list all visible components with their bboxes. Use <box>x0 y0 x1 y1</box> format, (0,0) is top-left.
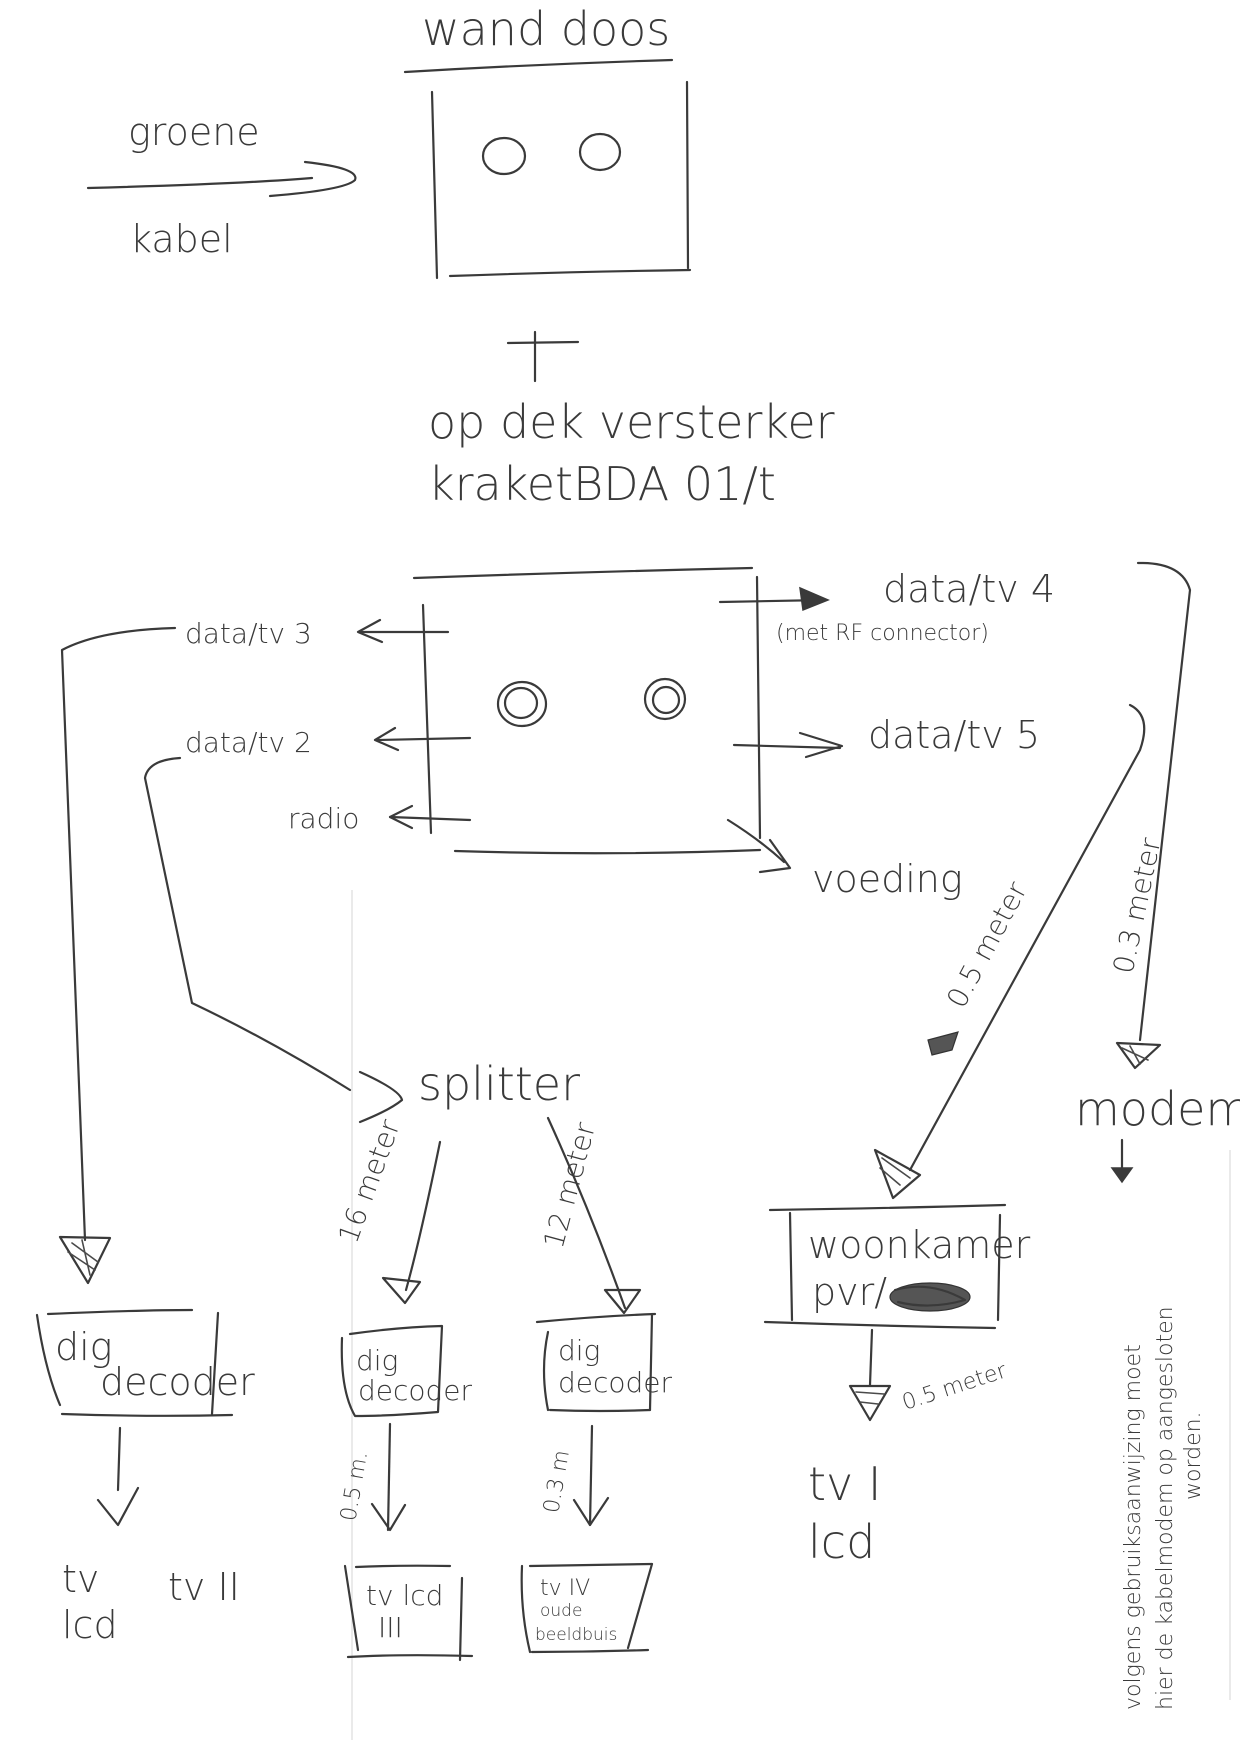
arrow-data-tv-4 <box>718 586 830 612</box>
decoder-left-line-1: dig <box>55 1325 112 1369</box>
tv-mid-box <box>343 1564 474 1662</box>
cable-label-bottom: kabel <box>130 217 233 261</box>
arrowhead-splitter-icon <box>358 1070 404 1124</box>
cable-tv2-to-splitter <box>143 756 352 1092</box>
tv-mid-line-1: tv lcd <box>366 1579 443 1612</box>
arrowhead-woonkamer-icon <box>873 1148 922 1200</box>
decoder-right-line-2: decoder <box>558 1366 673 1399</box>
arrowhead-tv-woonkamer-icon <box>848 1384 892 1422</box>
length-tv4-modem: 0.3 meter <box>1107 834 1168 976</box>
cable-woonkamer-to-tv <box>868 1328 874 1387</box>
arrowhead-tv-left-icon <box>96 1486 140 1527</box>
output-data-tv-5: data/tv 5 <box>868 713 1040 757</box>
amp-socket-left-icon <box>496 680 548 728</box>
tv-left-line-1: tv <box>62 1557 99 1601</box>
wall-box <box>403 58 692 280</box>
arrow-data-tv-3 <box>356 618 450 644</box>
decoder-mid-line-2: decoder <box>358 1374 473 1407</box>
arrow-data-tv-2 <box>373 726 472 752</box>
wall-socket-right-icon <box>578 132 622 172</box>
decoder-left-box <box>35 1308 234 1417</box>
tv-mid-line-2: III <box>378 1611 403 1644</box>
splitter-label: splitter <box>418 1057 580 1111</box>
cable-tv4-to-modem <box>1136 561 1192 1042</box>
tv-woonkamer-line-2: lcd <box>808 1515 875 1569</box>
length-splitter-right: 12 meter <box>537 1118 602 1251</box>
scribble-mark <box>927 1031 959 1056</box>
length-decoder-mid-tv: 0.5 m. <box>336 1449 373 1523</box>
arrow-data-tv-5 <box>732 731 844 759</box>
wall-box-label: wand doos <box>422 2 670 56</box>
arrowhead-modem-down-icon <box>1110 1167 1134 1184</box>
decoder-right-box <box>535 1312 657 1413</box>
amp-socket-right-icon <box>643 677 687 721</box>
output-data-tv-4-note: (met RF connector) <box>776 621 989 646</box>
output-radio: radio <box>288 802 359 835</box>
output-data-tv-3: data/tv 3 <box>185 617 312 650</box>
cable-tv3-to-decoder <box>60 626 177 1242</box>
decoder-right-line-1: dig <box>558 1334 600 1367</box>
tv-woonkamer-line-1: tv I <box>808 1457 881 1511</box>
decoder-left-line-2: decoder <box>100 1360 255 1404</box>
tv-right-line-2: oude <box>540 1601 582 1621</box>
amplifier-box <box>412 566 762 855</box>
modem-label: modem. <box>1075 1082 1240 1136</box>
tv-left-name: tv II <box>168 1565 240 1609</box>
arrowhead-decoder-mid-icon <box>381 1276 422 1305</box>
output-data-tv-4: data/tv 4 <box>883 567 1055 611</box>
output-voeding: voeding <box>812 857 963 901</box>
arrow-voeding <box>726 818 792 874</box>
woonkamer-line-2: pvr/ <box>812 1270 887 1314</box>
cable-decoder-mid-to-tv <box>386 1422 392 1532</box>
modem-note-line-2: hier de kabelmodem op aangesloten <box>1153 1306 1178 1710</box>
tv-right-line-1: tv IV <box>540 1576 590 1601</box>
decoder-mid-box <box>340 1324 444 1418</box>
cable-splitter-right <box>546 1116 627 1310</box>
arrowhead-modem-icon <box>1115 1041 1162 1070</box>
arrow-radio <box>388 804 472 830</box>
modem-note-line-1: volgens gebruiksaanwijzing moet <box>1121 1344 1146 1710</box>
cable-decoder-left-to-tv <box>116 1426 122 1492</box>
crossed-out-scribble <box>889 1282 971 1312</box>
tv-right-line-3: beeldbuis <box>535 1625 617 1645</box>
modem-note-line-3: worden. <box>1181 1411 1206 1500</box>
decoder-mid-line-1: dig <box>356 1344 398 1377</box>
tv-right-box <box>520 1562 654 1654</box>
cable-splitter-left <box>404 1140 442 1292</box>
length-splitter-left: 16 meter <box>332 1115 407 1248</box>
tv-left-line-2: lcd <box>62 1603 118 1647</box>
length-woonkamer-tv: 0.5 meter <box>899 1358 1010 1415</box>
arrowhead-tv-right-icon <box>572 1496 610 1527</box>
cable-decoder-right-to-tv <box>588 1424 594 1527</box>
output-data-tv-2: data/tv 2 <box>185 726 312 759</box>
arrowhead-decoder-left-icon <box>58 1235 112 1285</box>
incoming-cable-arrow <box>86 160 357 198</box>
amplifier-line-1: op dek versterker <box>428 395 835 449</box>
cable-label-top: groene <box>128 110 260 154</box>
cable-tv5-to-woonkamer <box>908 703 1146 1172</box>
woonkamer-pvr-box <box>763 1203 1007 1330</box>
arrowhead-decoder-right-icon <box>603 1288 642 1315</box>
arrowhead-tv-mid-icon <box>370 1502 407 1532</box>
plus-icon <box>506 330 580 383</box>
wall-socket-left-icon <box>481 136 527 176</box>
length-decoder-right-tv: 0.3 m <box>539 1448 575 1515</box>
amplifier-line-2: kraketBDA 01/t <box>428 457 776 511</box>
woonkamer-line-1: woonkamer <box>808 1223 1031 1267</box>
